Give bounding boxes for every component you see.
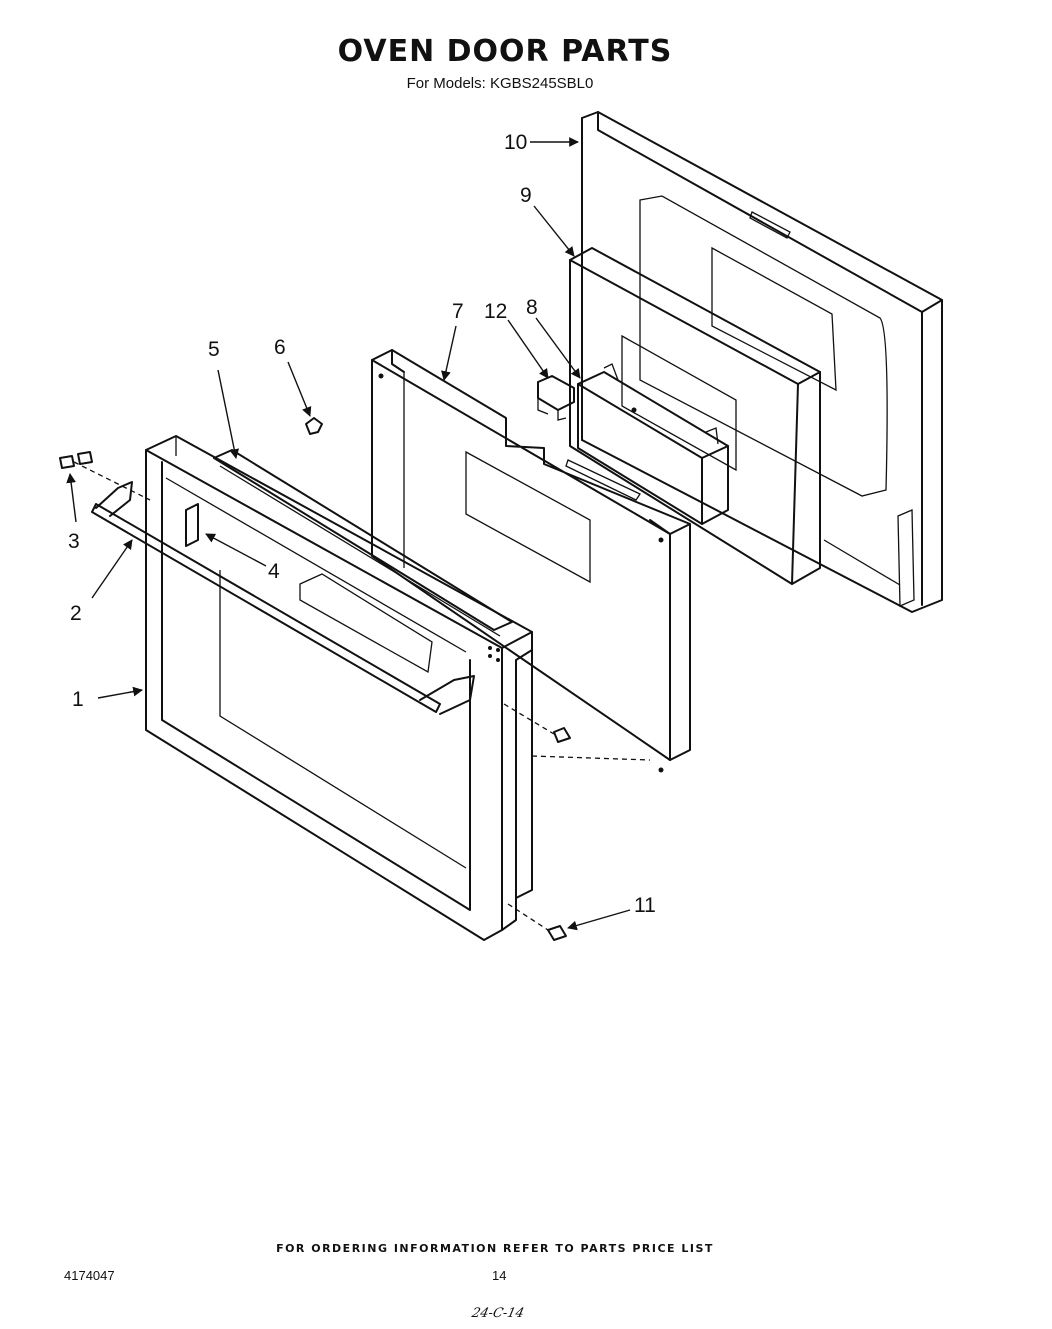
part-9-insulation bbox=[569, 247, 821, 585]
part-1-door-frame bbox=[145, 435, 533, 941]
ordering-note: FOR ORDERING INFORMATION REFER TO PARTS … bbox=[276, 1242, 714, 1255]
part-6-screw bbox=[305, 417, 323, 435]
callout-8: 8 bbox=[526, 296, 538, 319]
part-10-outer-door-panel bbox=[581, 111, 943, 613]
callout-10: 10 bbox=[504, 131, 527, 154]
callout-1: 1 bbox=[72, 688, 84, 711]
callout-3: 3 bbox=[68, 530, 80, 553]
callout-4: 4 bbox=[268, 560, 280, 583]
callout-11: 11 bbox=[634, 894, 656, 917]
part-4-clip bbox=[185, 503, 199, 547]
callout-9: 9 bbox=[520, 184, 532, 207]
model-subtitle: For Models: KGBS245SBL0 bbox=[406, 75, 594, 92]
callout-2: 2 bbox=[70, 602, 82, 625]
document-number: 4174047 bbox=[64, 1268, 115, 1283]
part-2-handle bbox=[91, 481, 475, 715]
page-number: 14 bbox=[492, 1268, 507, 1283]
callout-5: 5 bbox=[208, 338, 220, 361]
part-12-bracket bbox=[537, 375, 575, 421]
callout-12: 12 bbox=[484, 300, 507, 323]
part-5-top-trim bbox=[213, 449, 513, 637]
part-8-vent-baffle bbox=[577, 363, 729, 525]
callout-leaders bbox=[66, 137, 631, 931]
page-title: OVEN DOOR PARTS bbox=[337, 34, 673, 69]
handwritten-note: 24-C-14 bbox=[470, 1306, 526, 1321]
callout-7: 7 bbox=[452, 300, 464, 323]
part-3-screws bbox=[59, 451, 151, 501]
callout-6: 6 bbox=[274, 336, 286, 359]
part-11-screws bbox=[503, 703, 651, 941]
